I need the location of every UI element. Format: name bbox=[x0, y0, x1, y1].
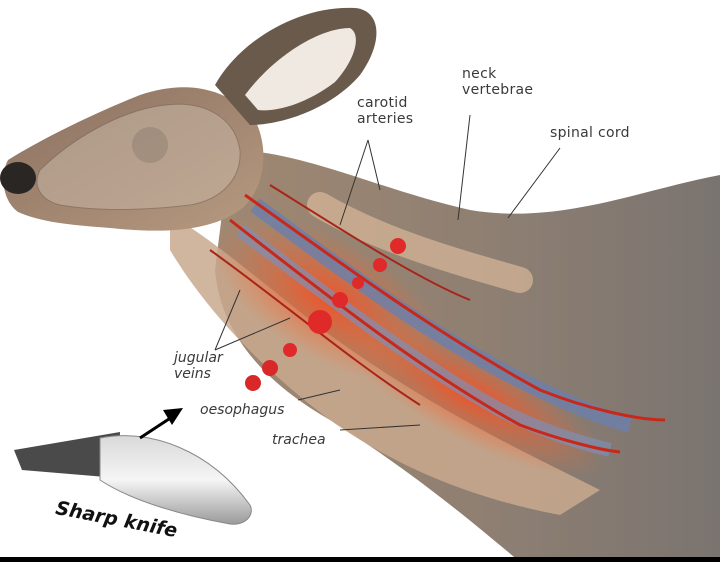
blood-drop bbox=[373, 258, 387, 272]
oesophagus-label: oesophagus bbox=[200, 402, 285, 418]
eye-socket bbox=[132, 127, 168, 163]
jugular-label-line2: veins bbox=[174, 366, 211, 382]
carotid-arteries-label: carotid arteries bbox=[357, 95, 413, 127]
nose-shape bbox=[0, 162, 36, 194]
neck-vertebrae-label: neck vertebrae bbox=[462, 66, 533, 98]
blood-drop bbox=[352, 277, 364, 289]
carotid-artery-1 bbox=[244, 193, 666, 422]
blood-drop bbox=[262, 360, 278, 376]
blood-drop bbox=[308, 310, 332, 334]
blood-drop bbox=[283, 343, 297, 357]
carotid-label-line2: arteries bbox=[357, 111, 414, 127]
knife-blade bbox=[99, 435, 252, 525]
knife-handle bbox=[14, 432, 120, 478]
artery-3 bbox=[269, 184, 471, 301]
neck-label-line1: neck bbox=[462, 66, 497, 82]
trachea-label: trachea bbox=[272, 432, 326, 448]
neck-label-line2: vertebrae bbox=[462, 82, 534, 98]
bottom-bar bbox=[0, 557, 720, 562]
blood-drop bbox=[390, 238, 406, 254]
carotid-artery-2 bbox=[229, 218, 621, 454]
arrow-head bbox=[163, 408, 183, 425]
knife-illustration bbox=[14, 432, 252, 525]
leader-lines bbox=[214, 114, 561, 431]
jugular-veins-label: jugular veins bbox=[174, 350, 223, 382]
ear-inner bbox=[245, 28, 356, 111]
carotid-label-line1: carotid bbox=[357, 95, 408, 111]
spinal-cord-label: spinal cord bbox=[550, 125, 630, 141]
blood-drop bbox=[245, 375, 261, 391]
blood-drop bbox=[332, 292, 348, 308]
jugular-vein bbox=[250, 198, 633, 433]
jugular-label-line1: jugular bbox=[174, 350, 223, 366]
